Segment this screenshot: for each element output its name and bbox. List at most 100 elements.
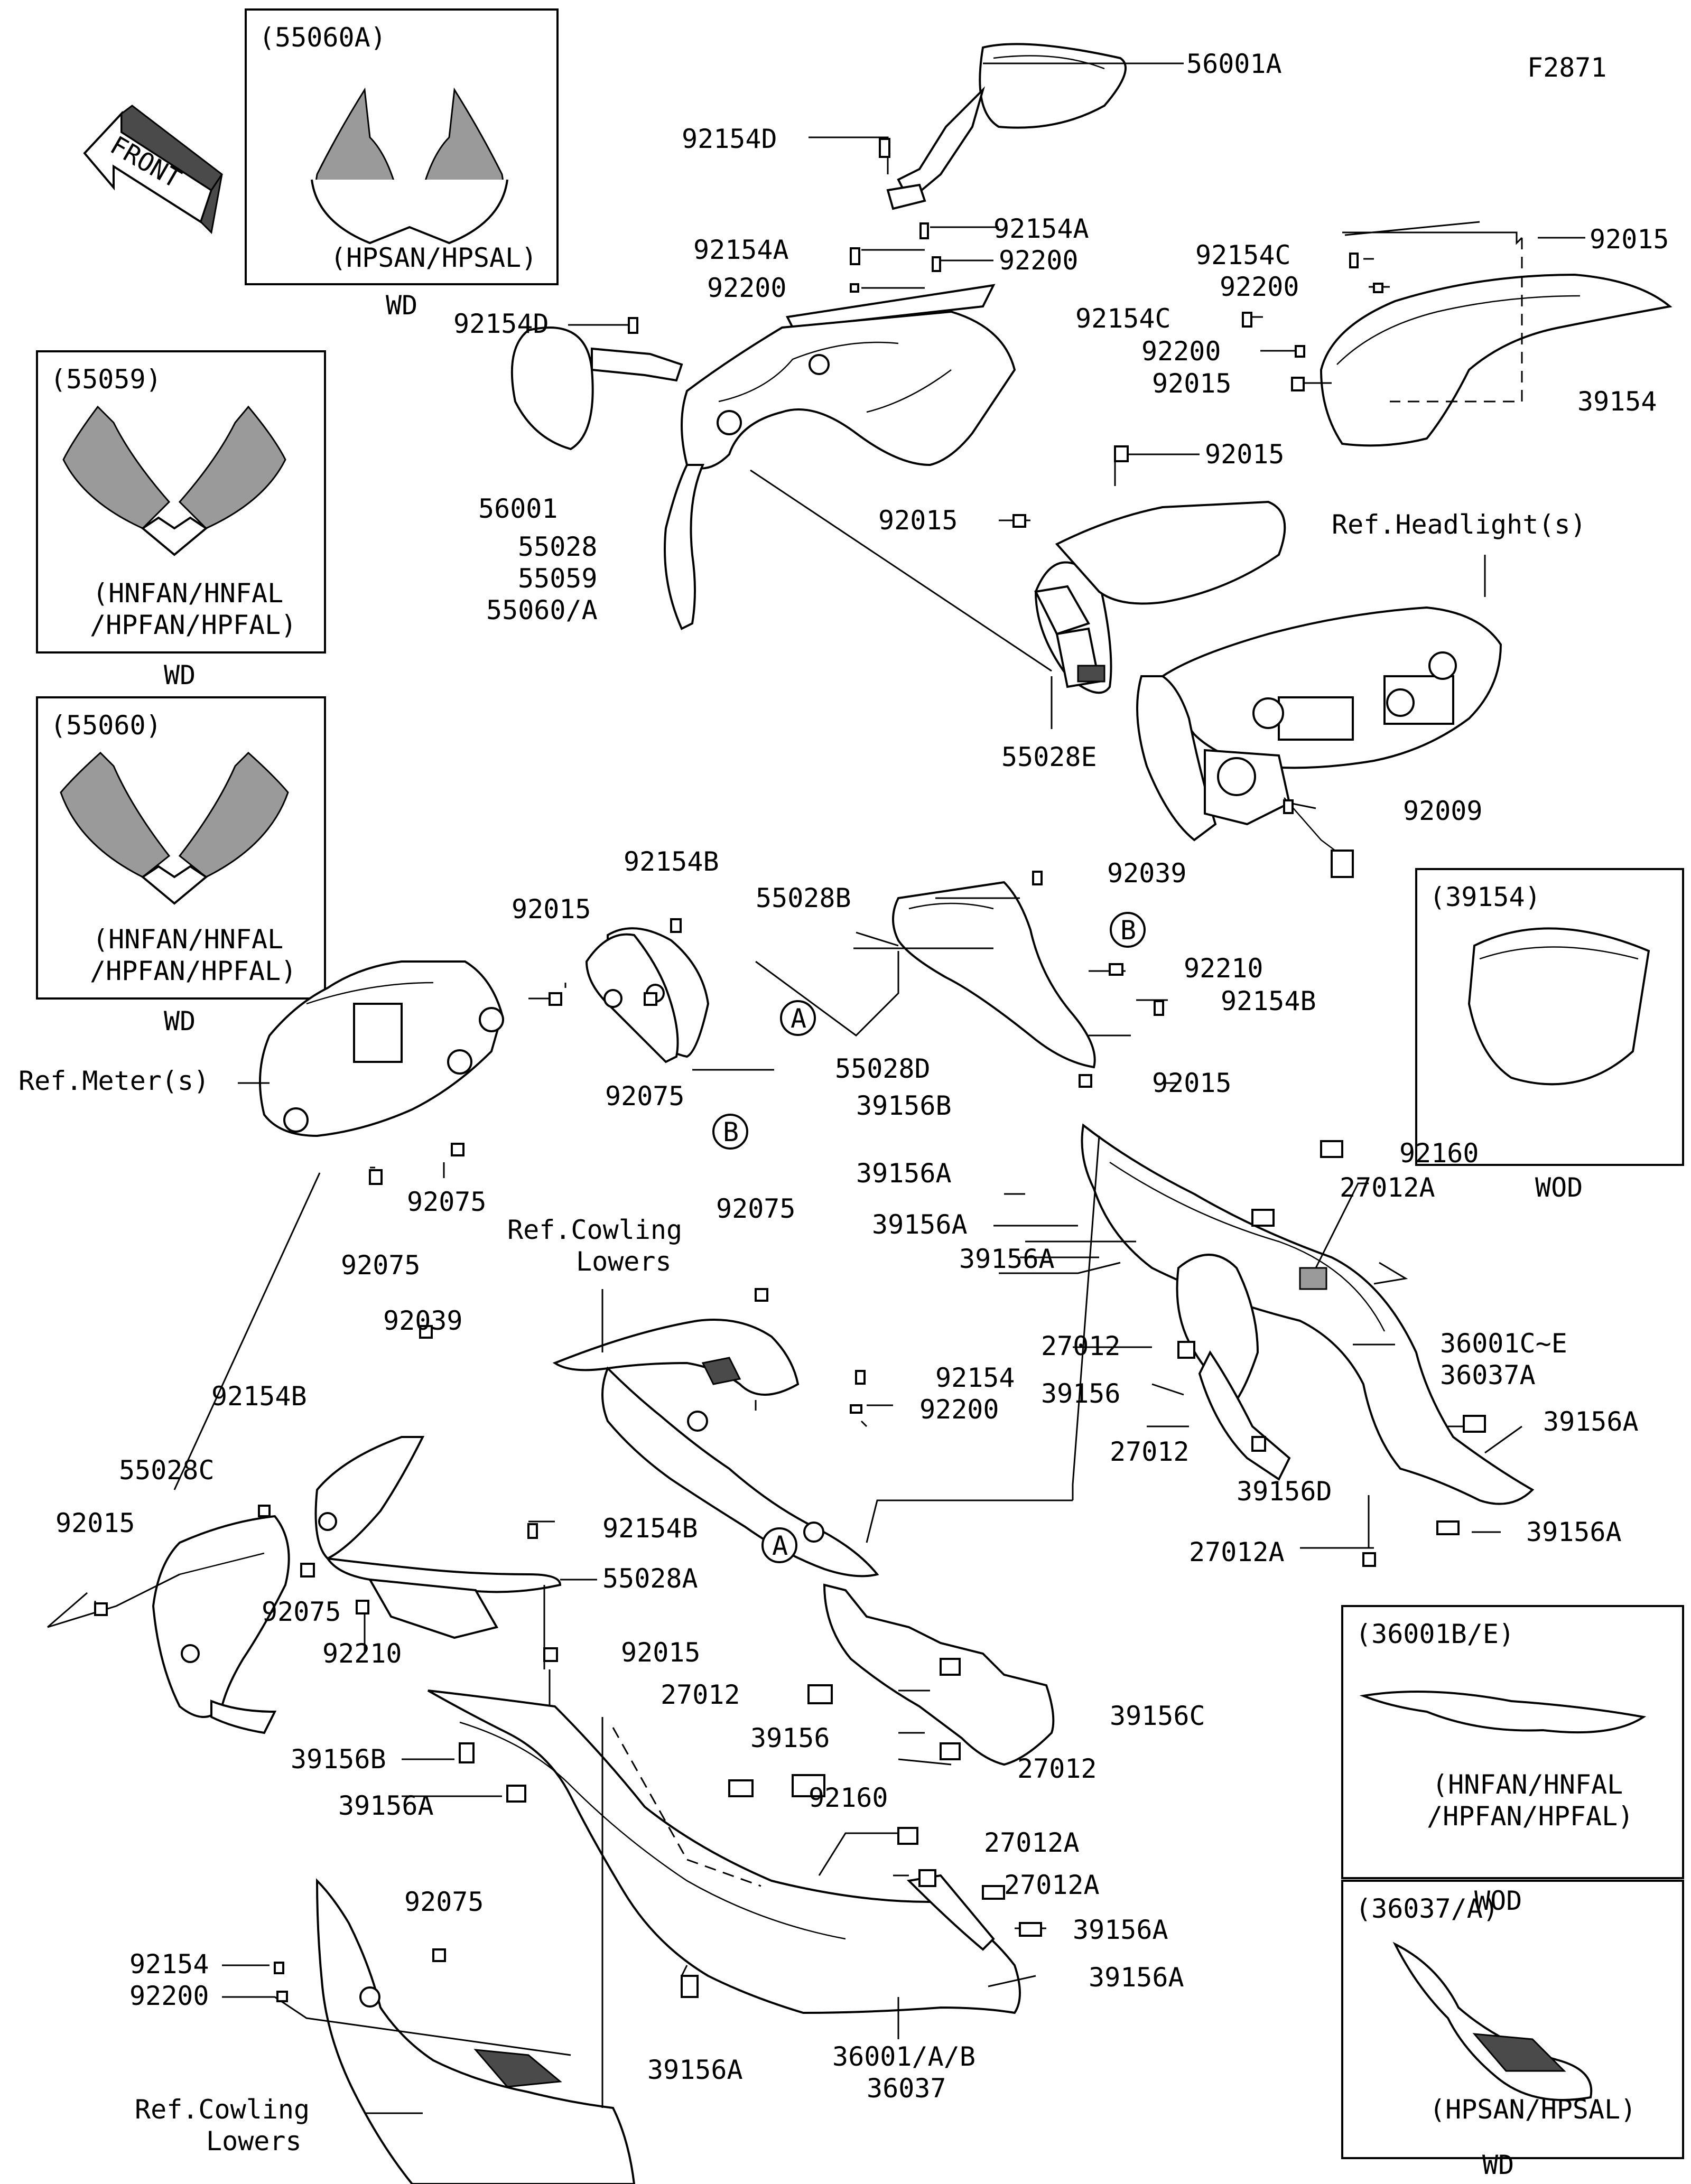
part-label: 39156	[1041, 1378, 1121, 1409]
inset-variant: (HPSAN/HPSAL)	[1429, 2094, 1636, 2125]
cowling-lowers-ref-left	[315, 1878, 636, 2184]
inset-36001b-e: (36001B/E) (HNFAN/HNFAL /HPFAN/HPFAL) WO…	[1341, 1605, 1684, 1916]
part-label: 27012A	[1340, 1172, 1435, 1203]
part-label: 92154B	[602, 1513, 698, 1544]
windshield-39154	[1320, 273, 1673, 447]
part-label: 92200	[999, 245, 1079, 276]
inset-tag: WD	[164, 1006, 196, 1037]
cowling-lowers-ref-center	[552, 1319, 879, 1578]
part-label: 92154	[935, 1362, 1015, 1393]
inset-variant: (HPSAN/HPSAL)	[330, 242, 537, 273]
part-label: 39156A	[1526, 1517, 1622, 1547]
part-label: 92154B	[624, 846, 719, 877]
part-label: 92154A	[693, 235, 789, 265]
part-label: 27012	[1017, 1753, 1097, 1784]
part-label: 27012	[1110, 1436, 1190, 1467]
part-label: 92039	[383, 1305, 463, 1336]
part-label: 92154D	[682, 124, 777, 154]
part-label: 92200	[919, 1394, 999, 1425]
upper-cowl-bracket	[664, 284, 1016, 630]
svg-text:B: B	[1120, 915, 1136, 946]
inset-tag: WOD	[1535, 1172, 1583, 1203]
inset-part: (36037/A)	[1355, 1893, 1499, 1924]
inset-variant-2: /HPFAN/HPFAL)	[1427, 1801, 1633, 1832]
inset-part: (55059)	[50, 364, 162, 395]
part-label: 92009	[1403, 796, 1483, 826]
part-label: 39156A	[872, 1209, 968, 1240]
part-label: 27012	[661, 1679, 740, 1710]
svg-text:B: B	[723, 1117, 739, 1147]
part-label: 55028	[518, 531, 598, 562]
part-label: 92015	[1152, 368, 1232, 399]
inset-variant-1: (HNFAN/HNFAL	[92, 578, 283, 609]
part-label: 92200	[1220, 272, 1299, 302]
part-label: 92200	[1141, 336, 1221, 367]
part-label: Ref.Cowling	[135, 2094, 310, 2125]
inset-variant-2: /HPFAN/HPFAL)	[90, 956, 296, 986]
mirror-right	[886, 43, 1127, 210]
part-label: 39156B	[856, 1090, 952, 1121]
part-label: 27012A	[1004, 1870, 1100, 1900]
svg-text:A: A	[772, 1530, 788, 1561]
part-label: 39156A	[959, 1244, 1055, 1274]
inset-55059: (55059) (HNFAN/HNFAL /HPFAN/HPFAL) WD	[36, 350, 326, 690]
part-label: 55028B	[756, 883, 851, 913]
svg-text:A: A	[791, 1003, 806, 1034]
part-label: 92015	[512, 894, 591, 925]
part-label: 92154B	[211, 1381, 307, 1412]
part-label: 92075	[341, 1250, 421, 1281]
panel-55028d	[585, 927, 710, 1063]
callout-b-upper: B	[1110, 912, 1146, 948]
part-label: 55060/A	[486, 595, 598, 626]
part-label: 27012A	[1189, 1537, 1285, 1567]
panel-55028c	[152, 1515, 290, 1734]
part-label: 39156	[750, 1723, 830, 1753]
callout-b-lower: B	[712, 1114, 748, 1150]
part-label: 39156B	[291, 1744, 386, 1775]
part-label: 39156C	[1110, 1701, 1205, 1731]
part-label: 92015	[55, 1508, 135, 1538]
part-label: 55028E	[1001, 742, 1097, 772]
part-label: 39156A	[647, 2055, 743, 2085]
part-label: 92015	[878, 505, 958, 536]
part-label: 92015	[1152, 1068, 1232, 1098]
part-label: 92075	[262, 1597, 341, 1627]
part-label: 92210	[1184, 953, 1263, 984]
pad-39156c	[823, 1583, 1055, 1766]
part-label: Lowers	[206, 2126, 302, 2157]
part-label: Ref.Meter(s)	[18, 1066, 209, 1096]
part-label: 55028C	[119, 1455, 215, 1486]
inset-tag: WOD	[1474, 1886, 1522, 1916]
part-label: 92210	[322, 1638, 402, 1669]
part-label: 92154	[129, 1949, 209, 1980]
inset-variant-1: (HNFAN/HNFAL	[92, 924, 283, 955]
part-label: 92075	[605, 1081, 685, 1112]
part-label: 92075	[404, 1887, 484, 1917]
part-labels: 56001A 92154D 92154A 92154A 92200 92200 …	[18, 49, 1669, 2157]
inset-36037-a: (36037/A) (HPSAN/HPSAL) WD	[1341, 1880, 1684, 2180]
part-label: 92154B	[1221, 986, 1316, 1016]
inset-tag: WD	[164, 660, 196, 690]
inset-55060: (55060) (HNFAN/HNFAL /HPFAN/HPFAL) WD	[36, 696, 326, 1037]
part-label: 55059	[518, 563, 598, 594]
part-label: 92154D	[453, 309, 549, 339]
inset-part: (36001B/E)	[1355, 1619, 1515, 1649]
part-label: Ref.Cowling	[507, 1215, 682, 1245]
inset-part: (39154)	[1429, 882, 1541, 912]
part-label: 92200	[707, 273, 787, 303]
side-fairing-right	[1081, 1123, 1535, 1505]
meter-bracket	[259, 960, 504, 1137]
part-label: 92160	[1399, 1138, 1479, 1169]
part-label: 27012A	[984, 1827, 1080, 1858]
diagram-code: F2871	[1527, 52, 1607, 83]
headlight-assembly	[1136, 606, 1502, 878]
callout-a-lower: A	[761, 1527, 797, 1563]
inner-duct-55028e	[1034, 500, 1286, 694]
panel-55028b	[892, 881, 1096, 1069]
part-label: 39156A	[338, 1790, 434, 1821]
part-label: 36001/A/B	[832, 2041, 975, 2072]
part-label: 39156A	[856, 1158, 952, 1189]
part-label: 92154C	[1075, 303, 1171, 334]
part-label: 92015	[621, 1637, 701, 1668]
